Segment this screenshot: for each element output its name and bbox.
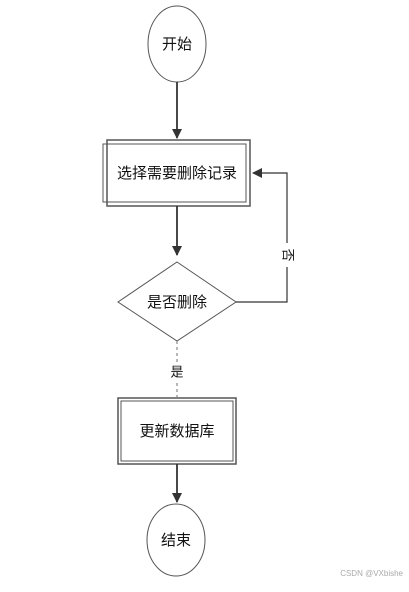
end-node-label: 结束 [161,531,191,549]
end-node-shape [146,503,206,577]
update-database-node-shape [117,397,237,465]
edge-yes-label-bg [168,363,186,383]
select-records-node-shape [106,139,251,207]
end-node: 结束 [146,503,206,577]
watermark: CSDN @VXbishe [340,569,403,578]
edge-no-label: 否 [280,248,295,261]
update-database-node-label: 更新数据库 [139,422,214,440]
update-database-node-border [120,400,234,462]
select-records-node-border [102,143,247,203]
start-node: 开始 [147,5,207,83]
start-node-label: 开始 [162,35,192,53]
select-records-node: 选择需要删除记录 [102,139,251,207]
decision-node: 是否删除 [117,261,237,342]
decision-node-label: 是否删除 [147,293,207,311]
update-database-node: 更新数据库 [117,397,237,465]
edge-no-label-bg [280,243,294,267]
edge-no-loop-back [236,168,288,303]
edge-yes-label: 是 [170,366,183,381]
select-records-node-label: 选择需要删除记录 [117,164,237,182]
